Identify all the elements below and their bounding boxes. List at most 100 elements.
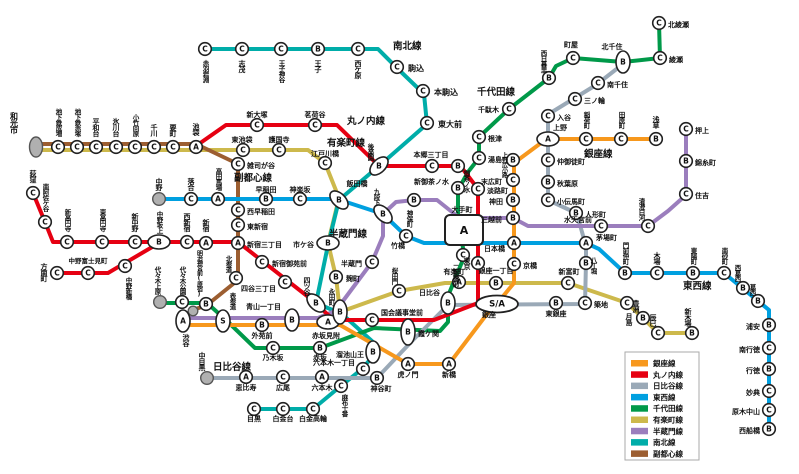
station-grade: B	[653, 135, 659, 144]
station-label: 人形町	[585, 210, 606, 219]
station-marker	[108, 139, 124, 155]
station-grade: C	[598, 222, 604, 231]
station-marker	[265, 340, 281, 356]
station-label: 東京	[463, 256, 472, 271]
station-grade: B	[337, 308, 343, 317]
station-label: 飯田橋	[346, 179, 369, 188]
station-marker	[540, 108, 556, 124]
station: C目黒	[246, 401, 262, 423]
station-label: 大手町	[452, 205, 473, 214]
station-label: 豊洲	[632, 299, 640, 314]
legend-label: 有楽町線	[653, 415, 683, 425]
line-name-label: 半蔵門線	[329, 228, 368, 240]
station-marker	[761, 317, 777, 333]
station-marker	[541, 70, 557, 86]
station-grade: C	[280, 405, 286, 414]
station-label: 押上	[695, 126, 709, 135]
station-grade: C	[572, 95, 578, 104]
station-marker	[613, 131, 629, 147]
station-grade: C	[475, 185, 481, 194]
station-grade: A	[193, 143, 199, 152]
station-grade: B	[380, 210, 386, 219]
station: A新橋	[441, 356, 457, 379]
station-grade: C	[369, 316, 375, 325]
station: C志茂	[234, 41, 250, 74]
station-grade: B	[755, 297, 761, 306]
station-grade: B	[376, 162, 382, 171]
station: C竹橋	[390, 228, 414, 250]
station-marker	[648, 131, 664, 147]
station-marker	[548, 295, 564, 311]
station-marker	[254, 254, 270, 270]
station-marker	[249, 117, 265, 133]
station-marker	[415, 83, 431, 99]
station-label: 門前仲町	[621, 241, 629, 266]
station-grade: B	[740, 284, 746, 293]
station-marker	[685, 265, 701, 281]
station-grade: C	[30, 189, 36, 198]
station-label: 御茶ノ水	[462, 169, 471, 195]
station-grade: B	[766, 425, 772, 434]
station-marker	[364, 254, 380, 270]
station-label: 中目黒	[198, 351, 206, 372]
station-label: 西早稲田	[247, 207, 275, 216]
station-grade: A	[511, 239, 517, 248]
station-grade: C	[766, 387, 772, 396]
station-label: 町屋	[564, 40, 578, 49]
station-marker	[271, 142, 287, 158]
station-label: 三越前	[481, 215, 502, 224]
station-marker	[80, 265, 96, 281]
station-label: 新宿三丁目	[247, 240, 282, 249]
legend-swatch	[631, 360, 648, 367]
legend-swatch	[631, 371, 648, 378]
station-label: 半蔵門	[341, 259, 362, 268]
station-grade: C	[312, 121, 318, 130]
station-grade: C	[420, 87, 426, 96]
station-label: 住吉	[695, 191, 709, 200]
station-marker	[761, 421, 777, 437]
legend-label: 日比谷線	[653, 381, 683, 391]
station-label: 市ケ谷	[293, 240, 315, 249]
station-grade: B	[374, 374, 380, 383]
station-grade: B	[259, 321, 265, 330]
station-label: 湯島	[488, 155, 502, 164]
station-marker	[228, 270, 244, 286]
station-marker	[333, 378, 349, 394]
station-label: 上野	[553, 123, 567, 132]
station-label: 綾瀬	[669, 55, 683, 64]
station: C千川	[146, 123, 162, 155]
legend-swatch	[631, 450, 648, 457]
station-grade: C	[476, 133, 482, 142]
station-grade: A	[325, 318, 331, 327]
station-marker	[198, 296, 214, 312]
station-marker	[615, 50, 631, 74]
station-grade: C	[511, 260, 517, 269]
station-marker	[258, 191, 274, 207]
station-label: 原木中山	[732, 407, 760, 416]
station-label: 小竹向原	[131, 113, 140, 139]
station-label: 東池袋	[232, 135, 254, 144]
station-grade: C	[654, 269, 660, 278]
station-label: 浦安	[746, 322, 760, 331]
